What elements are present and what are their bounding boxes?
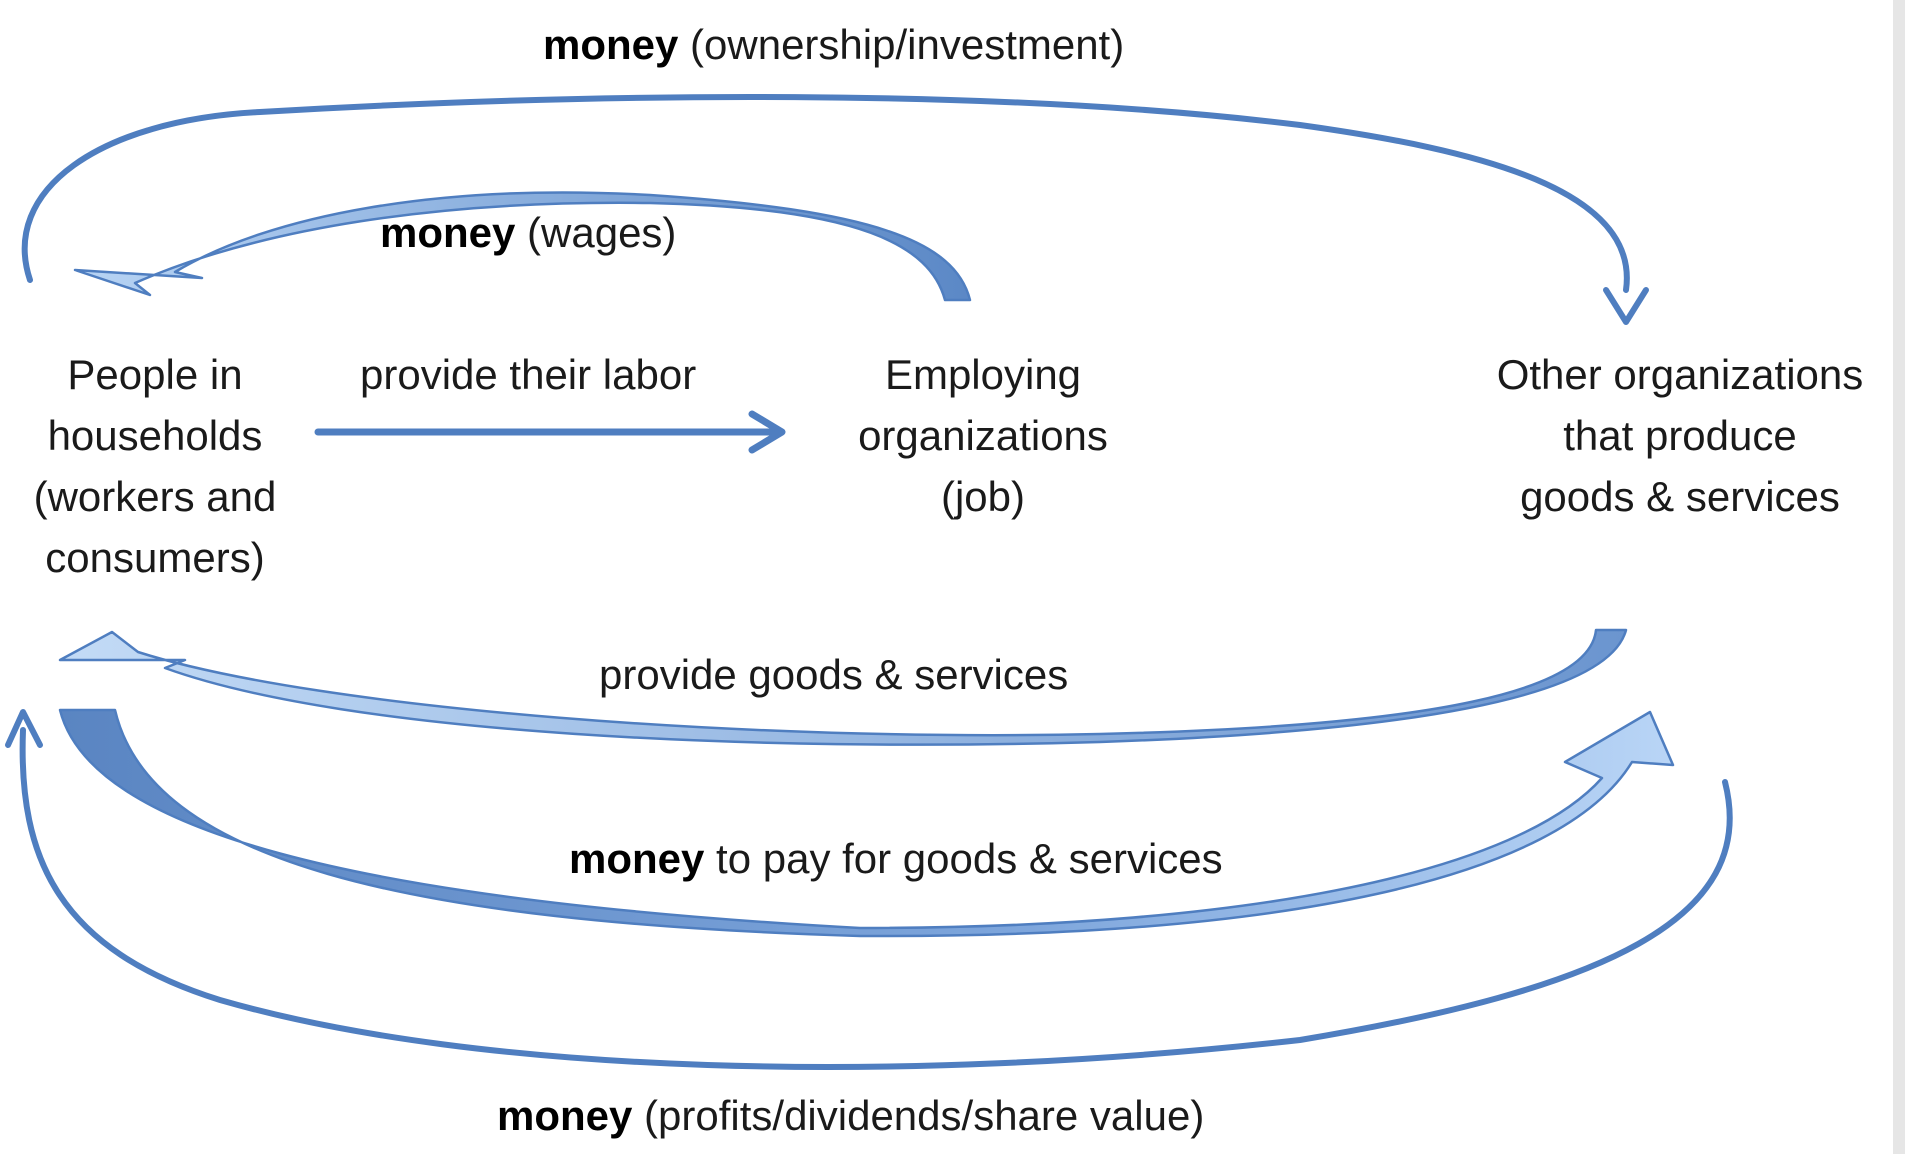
ownership-label: money (ownership/investment)	[543, 14, 1124, 75]
payment-label-rest: to pay for goods & services	[704, 835, 1223, 882]
households-line-3: (workers and	[33, 473, 277, 520]
labor-label: provide their labor	[360, 351, 697, 398]
ownership-label-rest: (ownership/investment)	[678, 21, 1125, 68]
ownership-label-bold: money	[543, 21, 679, 68]
labor-arrowhead	[748, 410, 786, 454]
producers-line-1: Other organizations	[1496, 351, 1864, 398]
wages-arrow	[73, 191, 972, 302]
employers-line-1: Employing	[884, 351, 1082, 398]
right-edge-strip	[1893, 0, 1905, 1154]
ownership-arrow	[21, 93, 1630, 293]
payment-label: money to pay for goods & services	[569, 828, 1223, 889]
producers-line-2: that produce	[1563, 412, 1797, 459]
producers-node: Other organizations that produce goods &…	[1470, 344, 1890, 527]
payment-label-bold: money	[569, 835, 705, 882]
goods-label: provide goods & services	[599, 651, 1069, 698]
producers-line-3: goods & services	[1520, 473, 1840, 520]
payment-arrow	[58, 708, 1675, 938]
profits-label: money (profits/dividends/share value)	[497, 1085, 1204, 1146]
goods-arrow	[58, 628, 1628, 746]
wages-label-rest: (wages)	[515, 209, 677, 256]
profits-label-rest: (profits/dividends/share value)	[632, 1092, 1205, 1139]
households-line-1: People in	[67, 351, 243, 398]
wages-label-bold: money	[380, 209, 516, 256]
households-node: People in households (workers and consum…	[5, 344, 305, 588]
employers-node: Employing organizations (job)	[818, 344, 1148, 527]
profits-arrowhead	[5, 709, 43, 748]
households-line-2: households	[47, 412, 263, 459]
ownership-arrowhead	[1603, 287, 1649, 325]
profits-arrow	[19, 727, 1733, 1070]
wages-label: money (wages)	[380, 202, 676, 263]
employers-line-3: (job)	[940, 473, 1026, 520]
profits-label-bold: money	[497, 1092, 633, 1139]
households-line-4: consumers)	[45, 534, 265, 581]
employers-line-2: organizations	[858, 412, 1108, 459]
